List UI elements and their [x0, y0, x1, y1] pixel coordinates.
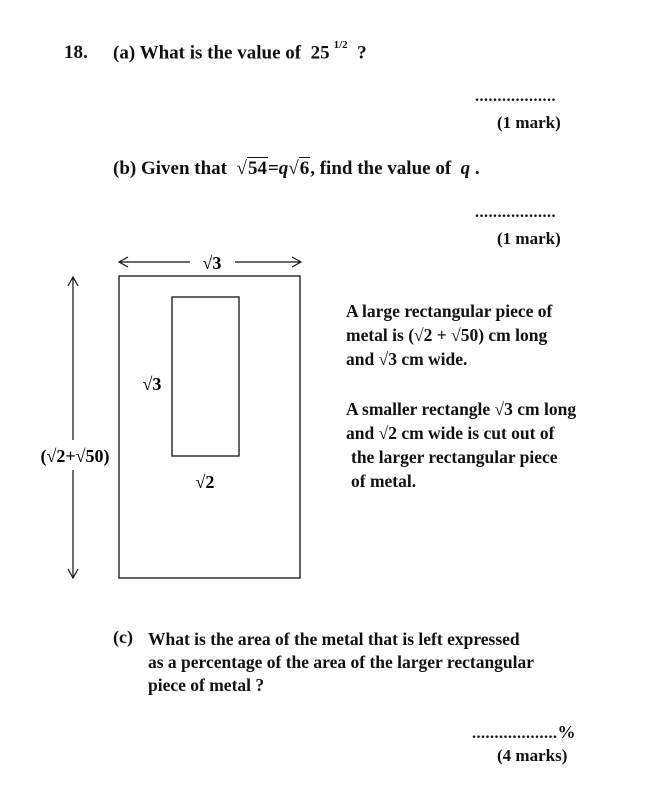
part-c-line: What is the area of the metal that is le…: [148, 629, 520, 649]
sqrt-54: √54: [236, 157, 268, 179]
part-b-answer-line: ..................: [475, 204, 556, 221]
inner-height-label: √3: [143, 374, 162, 394]
part-a-qmark: ?: [357, 42, 367, 64]
description-line: and √3 cm wide.: [346, 349, 468, 369]
large-rectangle: [118, 275, 301, 579]
part-c-question: What is the area of the metal that is le…: [148, 628, 534, 697]
part-c-line: as a percentage of the area of the large…: [148, 652, 535, 672]
description-line: the larger rectangular piece: [351, 447, 558, 467]
part-c-marks: (4 marks): [497, 746, 568, 765]
part-b-variable: q: [460, 158, 471, 179]
part-c-percent: %: [557, 722, 576, 742]
part-a-base: 25: [310, 42, 330, 64]
width-arrow: [117, 256, 303, 268]
part-c-label: (c): [113, 627, 133, 647]
height-label: (√2+√50): [40, 446, 109, 467]
part-c-dots: ...................: [472, 725, 558, 742]
part-c-line: piece of metal ?: [148, 675, 265, 695]
part-a-answer-line: ..................: [475, 88, 556, 105]
description-line: A smaller rectangle √3 cm long: [346, 399, 577, 419]
description-line: A large rectangular piece of: [346, 301, 553, 321]
width-label: √3: [203, 253, 222, 273]
question-number: 18.: [64, 42, 88, 63]
height-arrow: [67, 275, 79, 580]
metal-diagram: √3 (√2+√50) √3 √2: [40, 253, 303, 580]
description-paragraph-1: A large rectangular piece of metal is (√…: [346, 299, 552, 371]
part-a-label: (a): [113, 42, 136, 64]
description-line: metal is (√2 + √50) cm long: [346, 325, 548, 345]
part-a-marks: (1 mark): [497, 113, 561, 132]
part-b-period: .: [474, 158, 480, 179]
part-b-coeff: q: [278, 158, 289, 179]
inner-width-label: √2: [196, 472, 215, 492]
part-b-text-before: Given that: [140, 158, 228, 179]
description-line: and √2 cm wide is cut out of: [346, 423, 555, 443]
part-c-answer-line: ...................%: [472, 722, 576, 743]
description-paragraph-2: A smaller rectangle √3 cm long and √2 cm…: [346, 397, 576, 493]
part-b-label: (b): [113, 158, 137, 179]
description-line: of metal.: [351, 471, 417, 491]
part-b-marks: (1 mark): [497, 229, 561, 248]
sqrt-6: √6: [288, 157, 311, 179]
part-a-exponent: 1/2: [333, 39, 348, 51]
part-b-text-after: , find the value of: [310, 158, 452, 179]
part-a-text: What is the value of: [139, 42, 302, 64]
part-b-equals: =: [267, 158, 279, 179]
part-b-question: (b) Given that √54=q√6, find the value o…: [113, 157, 480, 180]
small-rectangle: [171, 296, 240, 457]
